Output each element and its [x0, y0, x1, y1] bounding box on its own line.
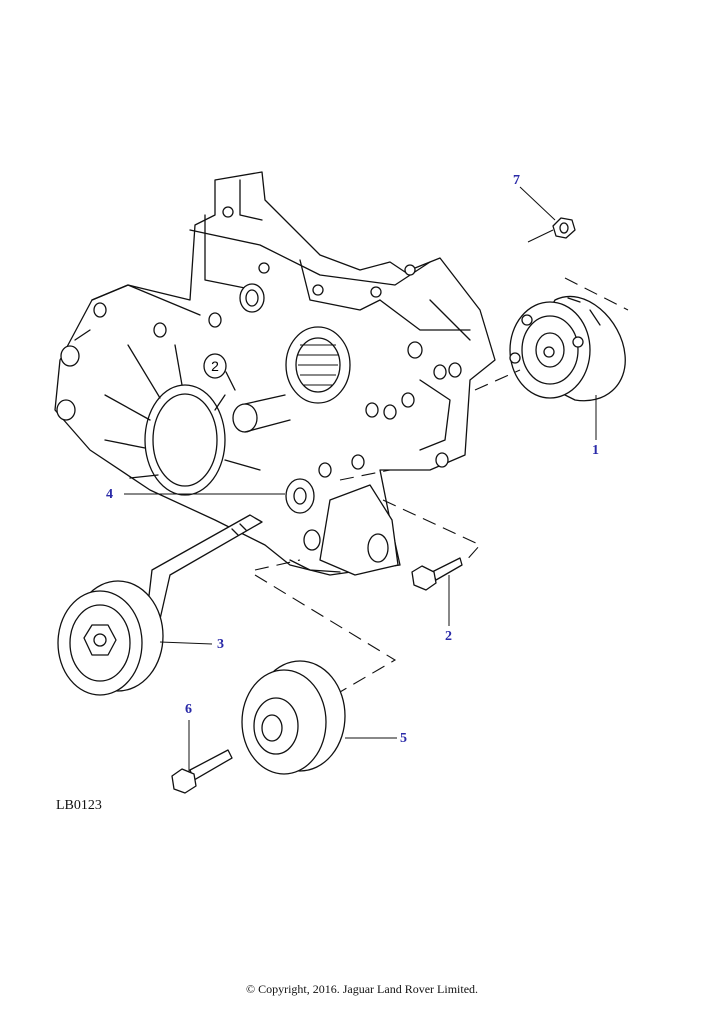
diagram-reference-code: LB0123: [56, 798, 102, 813]
plain-pulley[interactable]: [241, 660, 346, 775]
callout-3[interactable]: 3: [217, 637, 224, 652]
copyright-notice: © Copyright, 2016. Jaguar Land Rover Lim…: [245, 982, 479, 996]
callout-1[interactable]: 1: [592, 443, 599, 458]
engraved-mark: 2: [211, 358, 219, 374]
bolt-long[interactable]: [171, 749, 233, 794]
nut[interactable]: [527, 217, 576, 243]
belt-tensioner[interactable]: [509, 295, 626, 402]
idler-pulley-arm[interactable]: [57, 514, 263, 696]
bolt-short[interactable]: [411, 557, 463, 591]
engine-front-cover: [54, 171, 496, 576]
callout-5[interactable]: 5: [400, 731, 407, 746]
callout-6[interactable]: 6: [185, 702, 192, 717]
callout-4[interactable]: 4: [106, 487, 113, 502]
callout-7[interactable]: 7: [513, 173, 520, 188]
spacer-washer[interactable]: [285, 478, 315, 514]
callout-2[interactable]: 2: [445, 629, 452, 644]
